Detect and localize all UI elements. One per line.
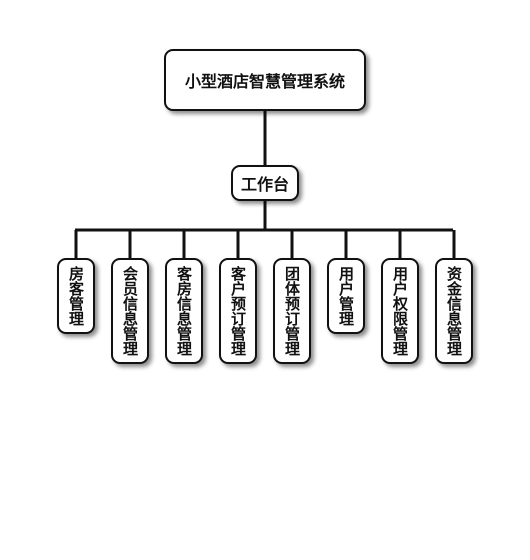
leaf-node-label: 客户预订管理 (229, 266, 247, 356)
leaf-node-1: 房客管理 (57, 258, 95, 334)
leaf-node-label: 团体预订管理 (283, 266, 301, 356)
leaf-drop-lines (74, 230, 456, 258)
leaf-node-label: 会员信息管理 (121, 266, 139, 356)
leaf-node-4: 客户预订管理 (219, 258, 257, 364)
leaf-node-label: 用户权限管理 (391, 266, 409, 356)
leaf-node-label: 用户管理 (337, 266, 355, 326)
leaf-node-6: 用户管理 (327, 258, 365, 334)
leaf-node-7: 用户权限管理 (381, 258, 419, 364)
leaf-node-5: 团体预订管理 (273, 258, 311, 364)
workbench-node: 工作台 (231, 165, 299, 201)
root-node-label: 小型酒店智慧管理系统 (184, 72, 345, 91)
leaf-node-2: 会员信息管理 (111, 258, 149, 364)
root-node: 小型酒店智慧管理系统 (164, 49, 366, 111)
leaf-node-label: 资金信息管理 (445, 266, 463, 356)
leaf-node-8: 资金信息管理 (435, 258, 473, 364)
leaf-node-label: 房客管理 (67, 266, 85, 326)
workbench-node-label: 工作台 (240, 175, 289, 194)
leaf-node-label: 客房信息管理 (175, 266, 193, 356)
leaf-node-3: 客房信息管理 (165, 258, 203, 364)
